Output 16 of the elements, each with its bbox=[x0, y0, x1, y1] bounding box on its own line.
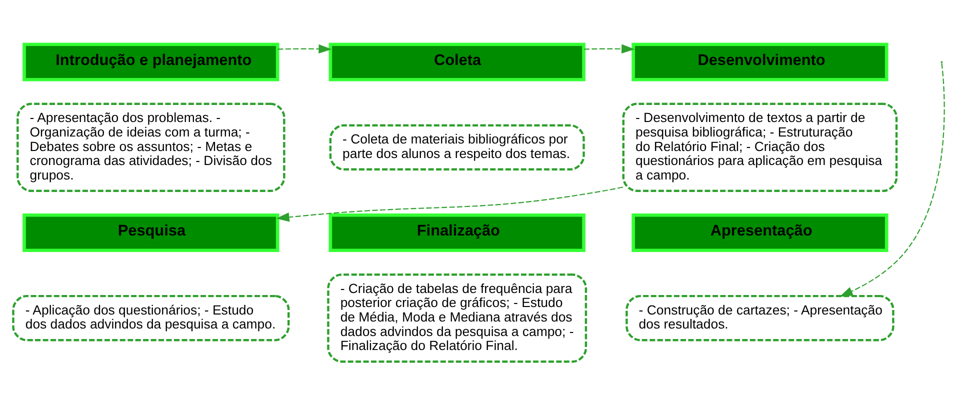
node-box: Pesquisa bbox=[22, 212, 280, 252]
node-box: - Desenvolvimento de textos a partir de pesquisa bibliográfica; - Estruturação do Relatório Final; - Criação dos questionários para aplicação em pesquisa a campo. bbox=[622, 102, 898, 192]
node-box: Finalização bbox=[328, 212, 586, 252]
node-box: Coleta bbox=[328, 42, 586, 81]
arrow bbox=[584, 44, 635, 54]
node-box: - Criação de tabelas de frequência para posterior criação de gráficos; - Estudo de Média, Moda e Mediana através dos dados advindos da pesquisa a campo; - Finalização do Relatório Final. bbox=[327, 272, 588, 362]
node-box: - Coleta de materiais bibliográficos por parte dos alunos a respeito dos temas. bbox=[329, 124, 585, 170]
node-box: Introdução e planejamento bbox=[22, 42, 280, 81]
arrow bbox=[840, 62, 945, 296]
node-box: Desenvolvimento bbox=[632, 42, 888, 81]
node-box: - Apresentação dos problemas. - Organização de ideias com a turma; - Debates sobre os assuntos; - Metas e cronograma das atividades; - Divisão dos grupos. bbox=[16, 102, 286, 192]
node-box: Apresentação bbox=[632, 212, 888, 252]
arrow bbox=[276, 186, 624, 222]
node-box: - Aplicação dos questionários; - Estudo dos dados advindos da pesquisa a campo. bbox=[12, 294, 290, 341]
node-box: - Construção de cartazes; - Apresentação dos resultados. bbox=[626, 294, 894, 341]
arrow bbox=[278, 44, 332, 54]
